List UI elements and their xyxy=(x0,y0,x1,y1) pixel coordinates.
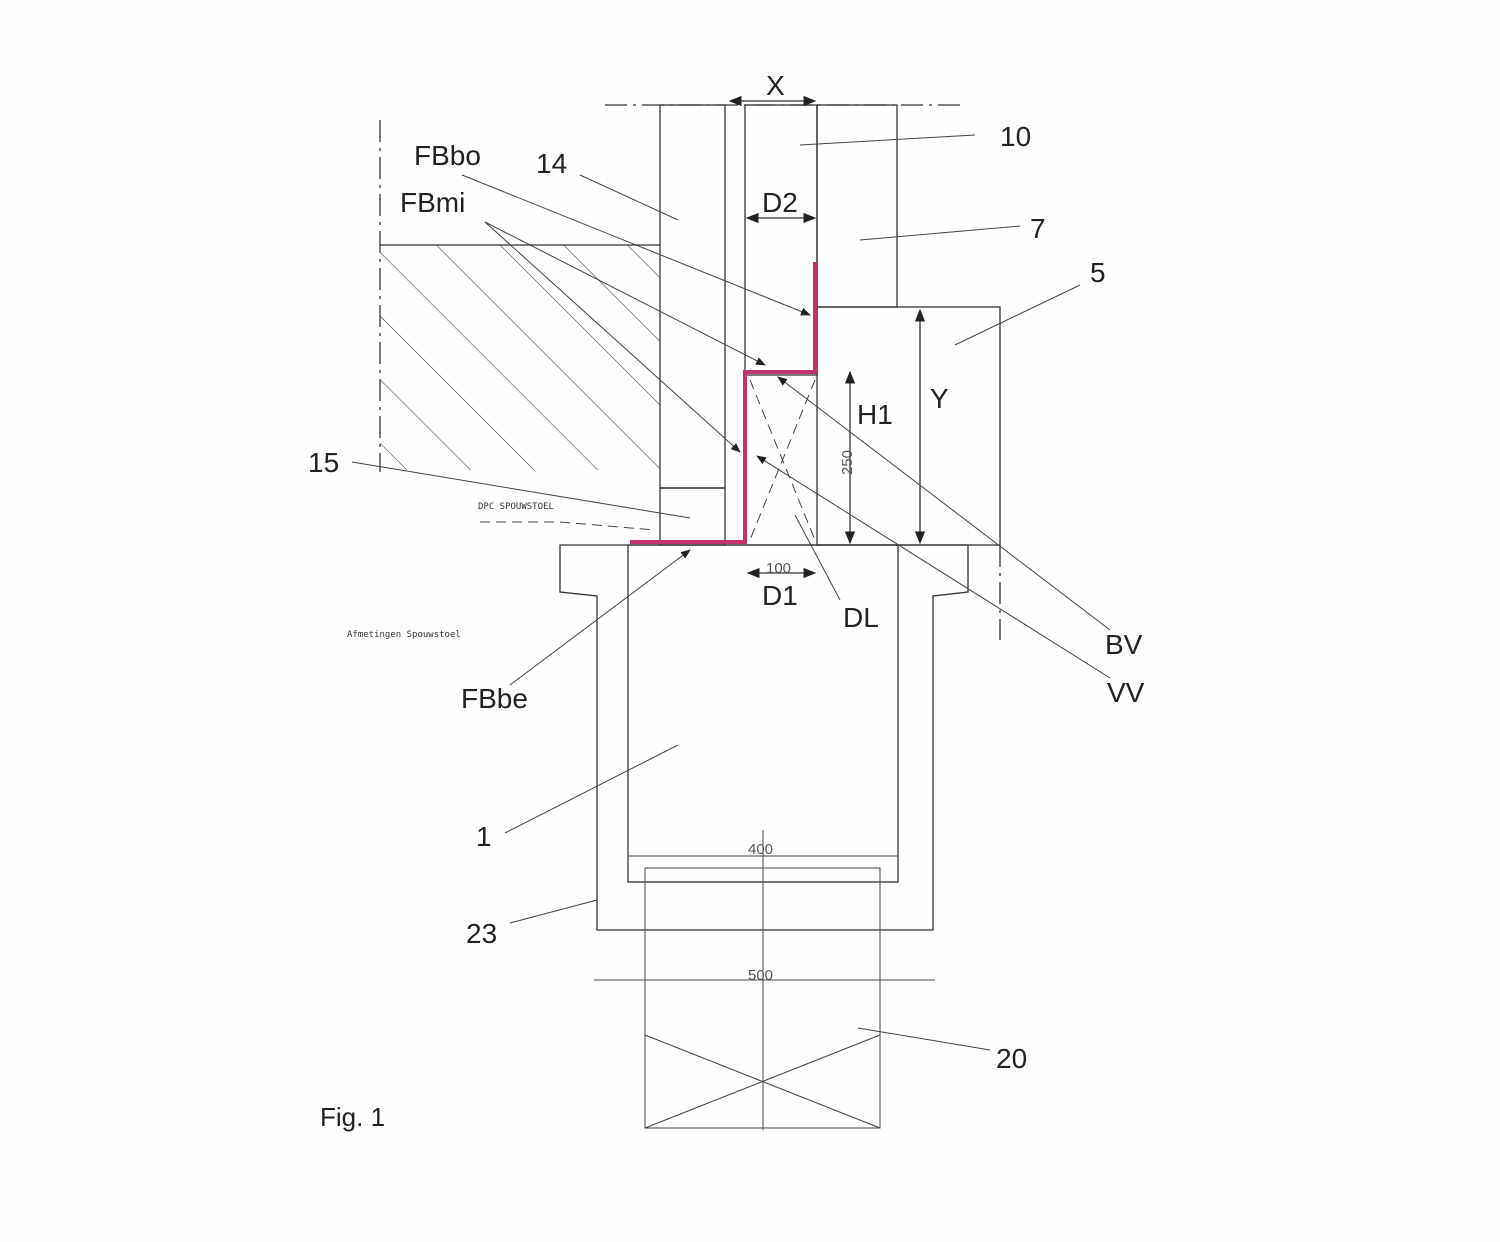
label-h1: H1 xyxy=(857,399,893,430)
membrane-fb xyxy=(630,262,817,544)
concrete-5 xyxy=(816,306,1001,546)
label-x: X xyxy=(766,70,785,101)
label-1: 1 xyxy=(476,821,492,852)
dim-100: 100 xyxy=(766,560,791,577)
drainage-layer-dl xyxy=(749,379,816,541)
annotation-afmetingen: Afmetingen Spouwstoel xyxy=(347,630,461,640)
soil-hatch xyxy=(380,245,660,470)
label-vv: VV xyxy=(1107,677,1145,708)
label-bv: BV xyxy=(1105,629,1143,660)
label-15: 15 xyxy=(308,447,339,478)
label-14: 14 xyxy=(536,148,567,179)
dim-250: 250 xyxy=(839,450,856,475)
inner-leaf-14 xyxy=(659,104,726,489)
annotation-dpc: DPC SPOUWSTOEL xyxy=(478,502,554,512)
insulation-10 xyxy=(744,104,818,376)
label-d2: D2 xyxy=(762,187,798,218)
label-10: 10 xyxy=(1000,121,1031,152)
dim-400: 400 xyxy=(748,841,773,858)
figure-caption: Fig. 1 xyxy=(320,1102,385,1132)
foundation-casing-23 xyxy=(559,544,969,931)
label-23: 23 xyxy=(466,918,497,949)
label-5: 5 xyxy=(1090,257,1106,288)
label-fbmi: FBmi xyxy=(400,187,465,218)
inner-leaf-base xyxy=(659,487,726,546)
dim-500: 500 xyxy=(748,967,773,984)
label-fbbo: FBbo xyxy=(414,140,481,171)
label-7: 7 xyxy=(1030,213,1046,244)
label-d1: D1 xyxy=(762,580,798,611)
outer-leaf-7 xyxy=(816,104,898,308)
label-20: 20 xyxy=(996,1043,1027,1074)
label-dl: DL xyxy=(843,602,879,633)
label-fbbe: FBbe xyxy=(461,683,528,714)
label-y: Y xyxy=(930,383,949,414)
